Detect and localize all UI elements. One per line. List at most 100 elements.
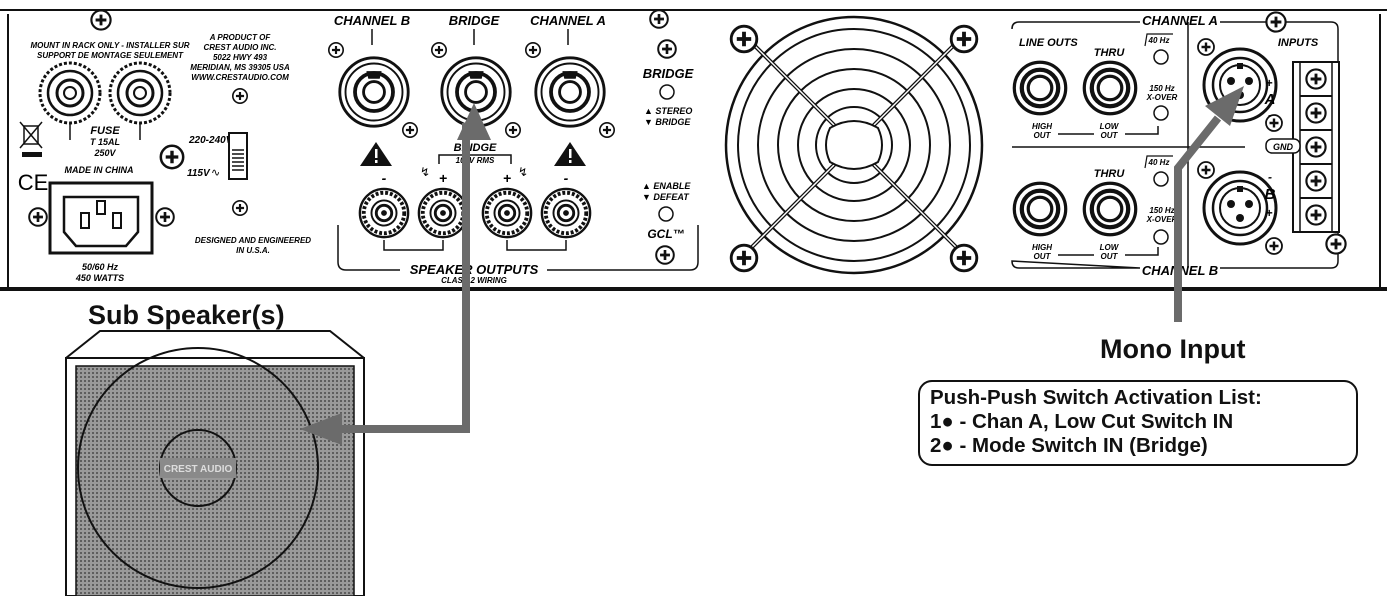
push-switch-list: Push-Push Switch Activation List: 1● - C… <box>918 380 1358 466</box>
binding-post-a-plus[interactable] <box>480 186 534 240</box>
fuse-label: FUSE <box>90 125 120 137</box>
high-out-label-a: HIGH <box>1032 122 1052 131</box>
xover-switch-b[interactable] <box>1153 229 1169 245</box>
push-list-item-2: 2● - Mode Switch IN (Bridge) <box>930 434 1208 457</box>
terminal-b-plus: + <box>1265 206 1272 220</box>
terminal-screw-1[interactable] <box>1305 68 1327 90</box>
binding-post-b-plus[interactable] <box>416 186 470 240</box>
gcl-switch[interactable] <box>658 206 674 222</box>
terminal-b-label: B <box>1265 186 1276 203</box>
speaker-outputs-title: SPEAKER OUTPUTS <box>410 262 539 277</box>
freq-40-label-a: 40 Hz <box>1148 36 1170 45</box>
thru-jack-a[interactable] <box>1084 62 1135 113</box>
low-cut-switch-b[interactable] <box>1153 171 1169 187</box>
ce-mark: CE <box>18 170 49 195</box>
channel-a-title: CHANNEL A <box>530 13 606 28</box>
voltage-selector-switch[interactable] <box>228 132 248 180</box>
arrow-head-to-xlr <box>1205 86 1244 126</box>
post-b-plus-label: + <box>439 170 447 186</box>
io-screw-bottom <box>1325 233 1347 255</box>
class-wiring-note: CLASS 2 WIRING <box>441 276 507 285</box>
arrow-head-to-bridge <box>457 103 491 140</box>
terminal-screw-4[interactable] <box>1305 170 1327 192</box>
mono-input-label: Mono Input <box>1100 334 1246 364</box>
terminal-a-minus: - <box>1268 108 1272 122</box>
fan-screw-tl <box>729 24 759 54</box>
voltage-high-label: 220-240V <box>188 135 234 146</box>
out-label-b2: OUT <box>1101 252 1119 261</box>
xover-label-a: X-OVER <box>1146 93 1178 102</box>
panel-screw-gcl <box>655 245 675 265</box>
io-channel-a-title: CHANNEL A <box>1142 13 1218 28</box>
terminal-screw-2[interactable] <box>1305 102 1327 124</box>
bridge-mode-label: ▼ BRIDGE <box>644 117 691 127</box>
binding-post-a-minus[interactable] <box>539 186 593 240</box>
low-out-label-b: LOW <box>1100 243 1120 252</box>
thru-label-a: THRU <box>1094 47 1126 59</box>
out-label-a1: OUT <box>1034 131 1052 140</box>
fuse-rating-current: T 15AL <box>90 137 120 147</box>
post-a-minus-label: - <box>564 170 569 186</box>
arrow-head-to-speaker <box>300 413 342 445</box>
fuse-holder-right <box>108 61 172 125</box>
made-in-label: MADE IN CHINA <box>65 165 134 175</box>
channel-b-title: CHANNEL B <box>334 13 410 28</box>
weee-bin-icon <box>19 121 43 157</box>
panel-screw-lower <box>231 199 249 217</box>
product-line-4: MERIDIAN, MS 39305 USA <box>190 63 290 72</box>
high-out-label-b: HIGH <box>1032 243 1052 252</box>
xlr-b-screw-tl <box>1197 161 1215 179</box>
bridge-box-label: BRIDGE <box>454 142 497 154</box>
enable-label: ▲ ENABLE <box>642 181 691 191</box>
high-out-jack-b[interactable] <box>1014 183 1065 234</box>
low-cut-switch-a[interactable] <box>1153 49 1169 65</box>
speakon-channel-a[interactable] <box>533 55 607 129</box>
warning-triangle-icon <box>360 142 392 166</box>
bridge-mode-switch[interactable] <box>659 84 675 100</box>
thru-jack-b[interactable] <box>1084 183 1135 234</box>
gcl-label: GCL™ <box>647 227 684 241</box>
out-label-b1: OUT <box>1034 252 1052 261</box>
sub-speaker-cabinet: CREST AUDIO <box>65 330 365 596</box>
voltage-low-ac: ∿ <box>211 167 220 179</box>
fuse-holder-left <box>38 61 102 125</box>
terminal-screw-3[interactable] <box>1305 136 1327 158</box>
out-label-a2: OUT <box>1101 131 1119 140</box>
amplifier-rear-panel <box>0 9 1387 291</box>
speaker-logo: CREST AUDIO <box>164 464 233 475</box>
push-list-item-1: 1● - Chan A, Low Cut Switch IN <box>930 410 1234 433</box>
binding-post-b-minus[interactable] <box>357 186 411 240</box>
xlr-a-screw-tl <box>1197 38 1215 56</box>
speakon-channel-b[interactable] <box>337 55 411 129</box>
warning-triangle-icon <box>554 142 586 166</box>
designed-line-1: DESIGNED AND ENGINEERED <box>195 236 311 245</box>
lightning-icon: ↯ <box>518 165 528 179</box>
bridge-switch-title: BRIDGE <box>643 66 694 81</box>
product-line-2: CREST AUDIO INC. <box>203 43 276 52</box>
cooling-fan-grille <box>724 15 984 275</box>
fuse-rating-voltage: 250V <box>93 148 116 158</box>
terminal-a-plus: + <box>1265 76 1272 90</box>
freq-150-label-a: 150 Hz <box>1149 84 1174 93</box>
mount-note-line2: SUPPORT DE MONTAGE SEULEMENT <box>37 51 184 60</box>
voltage-screw <box>159 144 185 170</box>
freq-40-label-b: 40 Hz <box>1148 158 1170 167</box>
inputs-label: INPUTS <box>1278 37 1319 49</box>
freq-150-label-b: 150 Hz <box>1149 206 1174 215</box>
xlr-b-screw-br <box>1265 237 1283 255</box>
rack-screw <box>90 9 112 31</box>
power-frequency: 50/60 Hz <box>82 262 119 272</box>
post-b-minus-label: - <box>382 170 387 186</box>
high-out-jack-a[interactable] <box>1014 62 1065 113</box>
bridge-box-rating: 100V RMS <box>456 156 495 165</box>
gnd-label: GND <box>1273 142 1294 152</box>
speakon-b-screw-br <box>401 121 419 139</box>
xover-switch-a[interactable] <box>1153 105 1169 121</box>
fan-screw-bl <box>729 243 759 273</box>
inlet-screw-left <box>28 207 48 227</box>
low-out-label-a: LOW <box>1100 122 1120 131</box>
line-outs-label: LINE OUTS <box>1019 37 1078 49</box>
terminal-screw-5[interactable] <box>1305 204 1327 226</box>
mount-note-line1: MOUNT IN RACK ONLY - INSTALLER SUR <box>30 41 189 50</box>
